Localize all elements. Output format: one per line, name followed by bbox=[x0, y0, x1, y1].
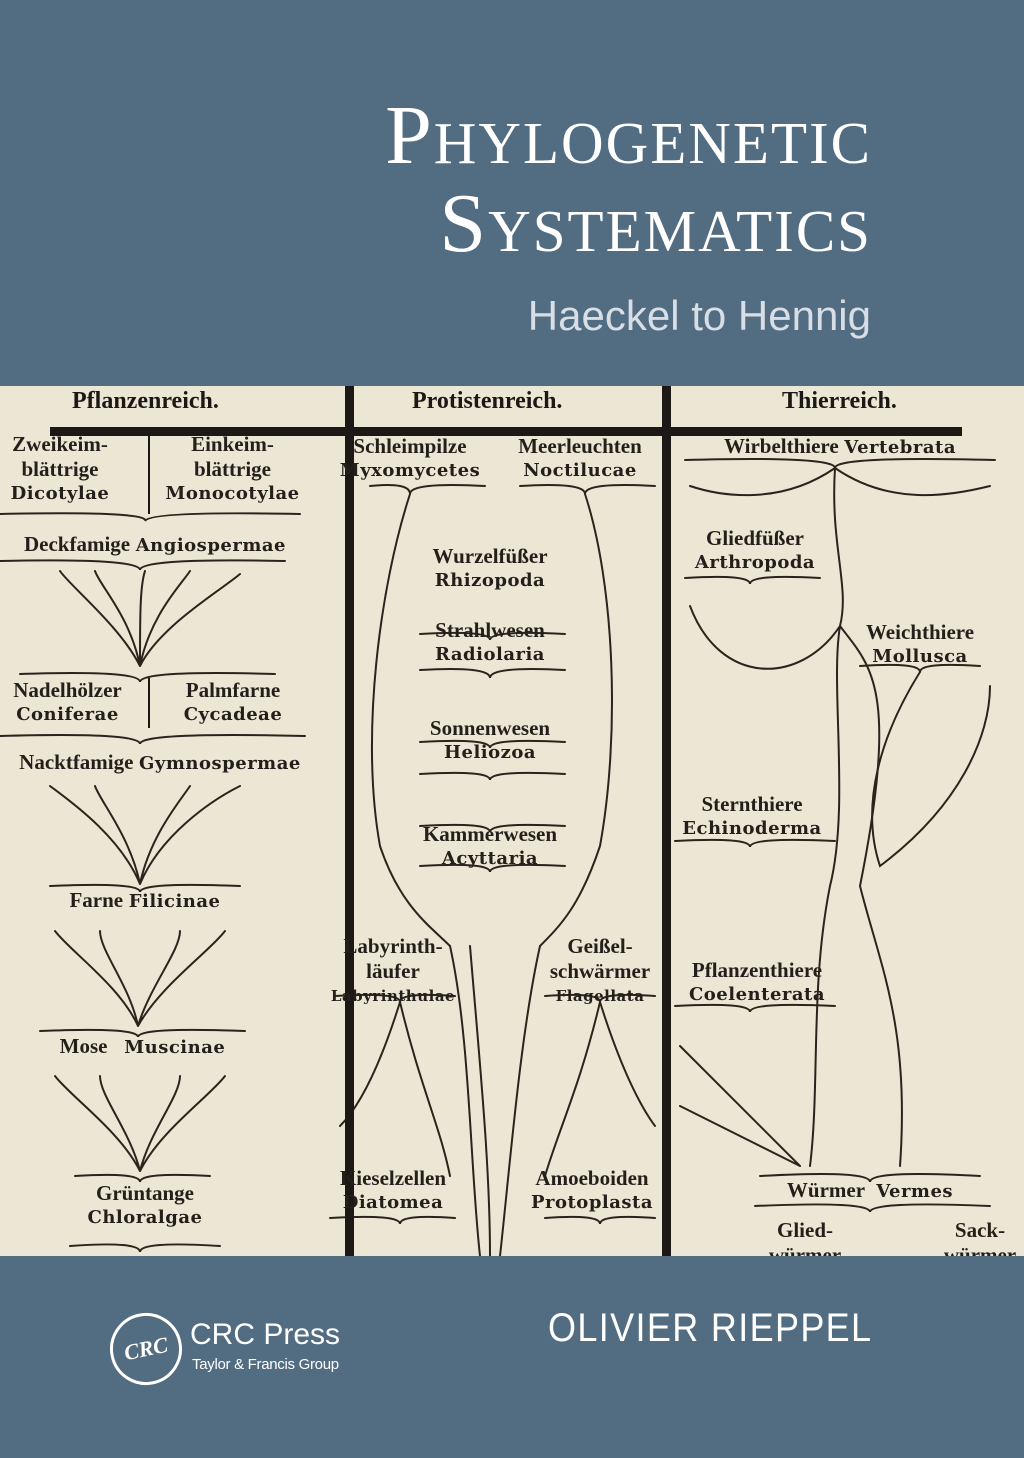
title-band: Phylogenetic Systematics Haeckel to Henn… bbox=[0, 0, 1024, 386]
taxon-gymnospermae: Nacktfamige Gymnospermae bbox=[19, 750, 301, 774]
kingdom-plants-heading: Pflanzenreich. bbox=[72, 388, 219, 414]
kingdom-protists-heading: Protistenreich. bbox=[412, 388, 563, 414]
title-line-1: Phylogenetic bbox=[385, 89, 872, 182]
book-title: Phylogenetic Systematics bbox=[385, 92, 872, 268]
taxon-gliedwuermer: Glied-würmer bbox=[768, 1218, 842, 1256]
taxon-angiospermae: Deckfamige Angiospermae bbox=[23, 532, 287, 556]
title-line-2: Systematics bbox=[439, 177, 872, 270]
book-subtitle: Haeckel to Hennig bbox=[527, 292, 871, 339]
kingdom-animals-heading: Thierreich. bbox=[782, 388, 897, 414]
publisher-name: CRC Press bbox=[190, 1318, 341, 1351]
author-name: OLIVIER RIEPPEL bbox=[547, 1306, 872, 1350]
footer-band bbox=[0, 1256, 1024, 1458]
taxon-vertebrata: Wirbelthiere Vertebrata bbox=[723, 434, 956, 458]
haeckel-tree-plate: Pflanzenreich. Protistenreich. Thierreic… bbox=[0, 386, 1024, 1256]
publisher-group: Taylor & Francis Group bbox=[192, 1356, 339, 1373]
taxon-vermes: Würmer Vermes bbox=[786, 1178, 954, 1202]
taxon-filicinae: Farne Filicinae bbox=[69, 888, 221, 912]
taxon-sackwuermer: Sack-würmer bbox=[943, 1218, 1017, 1256]
tree-illustration bbox=[0, 386, 996, 1256]
taxon-muscinae: Mose Muscinae bbox=[59, 1034, 226, 1058]
